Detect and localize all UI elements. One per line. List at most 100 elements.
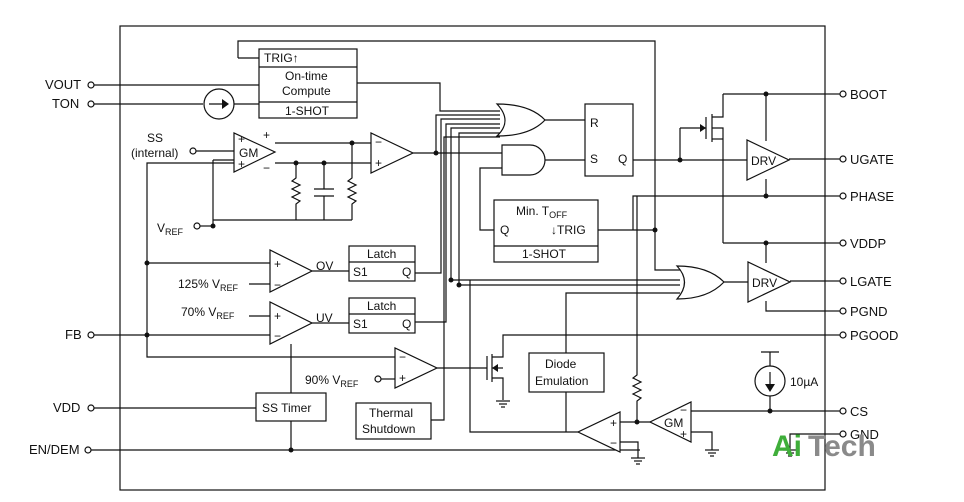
latch-uv-block xyxy=(348,297,416,334)
gm-ss-plus: + xyxy=(238,132,245,146)
min-toff-q: Q xyxy=(500,223,509,237)
or-gate-low xyxy=(675,265,725,300)
rs-latch-s: S xyxy=(590,152,598,166)
logo-ai: Ai xyxy=(772,430,802,463)
oneshot-line2: Compute xyxy=(282,84,331,98)
drv-low-label: DRV xyxy=(752,276,777,290)
min-toff-oneshot-block xyxy=(493,199,599,263)
pin-vdd-label: VDD xyxy=(53,400,80,415)
pin-pgood: PGOOD xyxy=(825,328,898,343)
pin-ton-label: TON xyxy=(52,96,79,111)
pin-phase: PHASE xyxy=(825,189,894,204)
pin-pgnd: PGND xyxy=(825,304,888,319)
rs-latch-r: R xyxy=(590,116,599,130)
thermal-shutdown-block xyxy=(355,402,432,440)
phase-resistor xyxy=(631,196,643,422)
ss-label: SS xyxy=(147,131,163,145)
pin-ton: TON xyxy=(52,96,120,111)
pin-lgate-label: LGATE xyxy=(850,274,892,289)
rs-latch-q: Q xyxy=(618,152,627,166)
drv-high-label: DRV xyxy=(751,154,776,168)
gm-amp-cs xyxy=(648,401,692,443)
latch-ov-q: Q xyxy=(402,265,411,279)
pin-fb-label: FB xyxy=(65,327,82,342)
vref-label: VREF xyxy=(157,221,184,237)
oneshot-line1: On-time xyxy=(285,69,328,83)
uv-label: UV xyxy=(316,311,333,325)
thermal-line1: Thermal xyxy=(369,406,413,420)
resistor-2 xyxy=(346,143,358,220)
ov-minus: − xyxy=(274,278,281,292)
gm-ss-out-minus: − xyxy=(263,161,270,175)
pwm-comparator xyxy=(370,132,415,174)
gm-amp-ss xyxy=(233,132,277,173)
pin-vdd: VDD xyxy=(53,400,120,415)
pin-boot: BOOT xyxy=(825,87,887,102)
pin-vout: VOUT xyxy=(45,77,120,92)
pin-lgate: LGATE xyxy=(825,274,892,289)
latch-uv-title: Latch xyxy=(367,299,396,313)
pg-ref-label: 90% VREF xyxy=(305,373,359,389)
aitech-logo: Ai Tech xyxy=(772,430,876,463)
pin-phase-label: PHASE xyxy=(850,189,894,204)
gm-cs-label: GM xyxy=(664,416,683,430)
gm-cs-minus: − xyxy=(680,403,687,417)
pgood-comparator xyxy=(394,347,439,389)
ov-label: OV xyxy=(316,259,333,273)
gm-ss-plus2: + xyxy=(238,157,245,171)
uv-plus: + xyxy=(274,309,281,323)
pin-fb: FB xyxy=(65,327,120,342)
logo-tech: Tech xyxy=(808,430,876,463)
uv-comparator xyxy=(269,301,314,345)
on-time-oneshot-block xyxy=(258,48,358,119)
pwm-minus: − xyxy=(375,135,382,149)
pin-pgood-label: PGOOD xyxy=(850,328,898,343)
diode-line1: Diode xyxy=(545,357,577,371)
latch-uv-q: Q xyxy=(402,317,411,331)
pin-boot-label: BOOT xyxy=(850,87,887,102)
pin-ugate-label: UGATE xyxy=(850,152,894,167)
thermal-line2: Shutdown xyxy=(362,422,415,436)
rs-latch-block xyxy=(584,103,634,177)
oneshot-trig-label: TRIG↑ xyxy=(264,51,299,65)
and-gate xyxy=(501,144,546,176)
uv-ref-label: 70% VREF xyxy=(181,305,235,321)
pin-vddp-label: VDDP xyxy=(850,236,886,251)
ov-ref-label: 125% VREF xyxy=(178,277,239,293)
drv-high xyxy=(746,139,791,181)
pin-pgnd-label: PGND xyxy=(850,304,888,319)
ss-timer-label: SS Timer xyxy=(262,401,311,415)
current-source-label: 10µA xyxy=(790,375,818,389)
diode-line2: Emulation xyxy=(535,374,588,388)
pin-vddp: VDDP xyxy=(825,236,886,251)
latch-ov-s1: S1 xyxy=(353,265,368,279)
pin-en-dem: EN/DEM xyxy=(29,442,120,457)
pin-cs: CS xyxy=(825,404,868,419)
ic-boundary xyxy=(119,25,826,491)
pin-gnd: GND xyxy=(825,427,879,442)
oneshot-line3: 1-SHOT xyxy=(285,104,330,118)
min-toff-trig: ↓TRIG xyxy=(551,223,586,237)
or-gate-top xyxy=(495,103,546,137)
ov-comparator xyxy=(269,249,314,293)
pin-ugate: UGATE xyxy=(825,152,894,167)
ov-plus: + xyxy=(274,257,281,271)
latch-ov-title: Latch xyxy=(367,247,396,261)
latch-ov-block xyxy=(348,245,416,282)
min-toff-shot: 1-SHOT xyxy=(522,247,567,261)
pin-cs-label: CS xyxy=(850,404,868,419)
resistor-1 xyxy=(290,163,302,220)
pin-vout-label: VOUT xyxy=(45,77,81,92)
pin-en-dem-label: EN/DEM xyxy=(29,442,80,457)
pg-plus: + xyxy=(399,371,406,385)
pin-gnd-label: GND xyxy=(850,427,879,442)
zc-plus: + xyxy=(610,416,617,430)
zc-minus: − xyxy=(610,436,617,450)
gm-cs-plus: + xyxy=(680,427,687,441)
pg-minus: − xyxy=(399,350,406,364)
latch-uv-s1: S1 xyxy=(353,317,368,331)
min-toff-title: Min. TOFF xyxy=(516,204,568,220)
uv-minus: − xyxy=(274,329,281,343)
gm-ss-label: GM xyxy=(239,146,258,160)
